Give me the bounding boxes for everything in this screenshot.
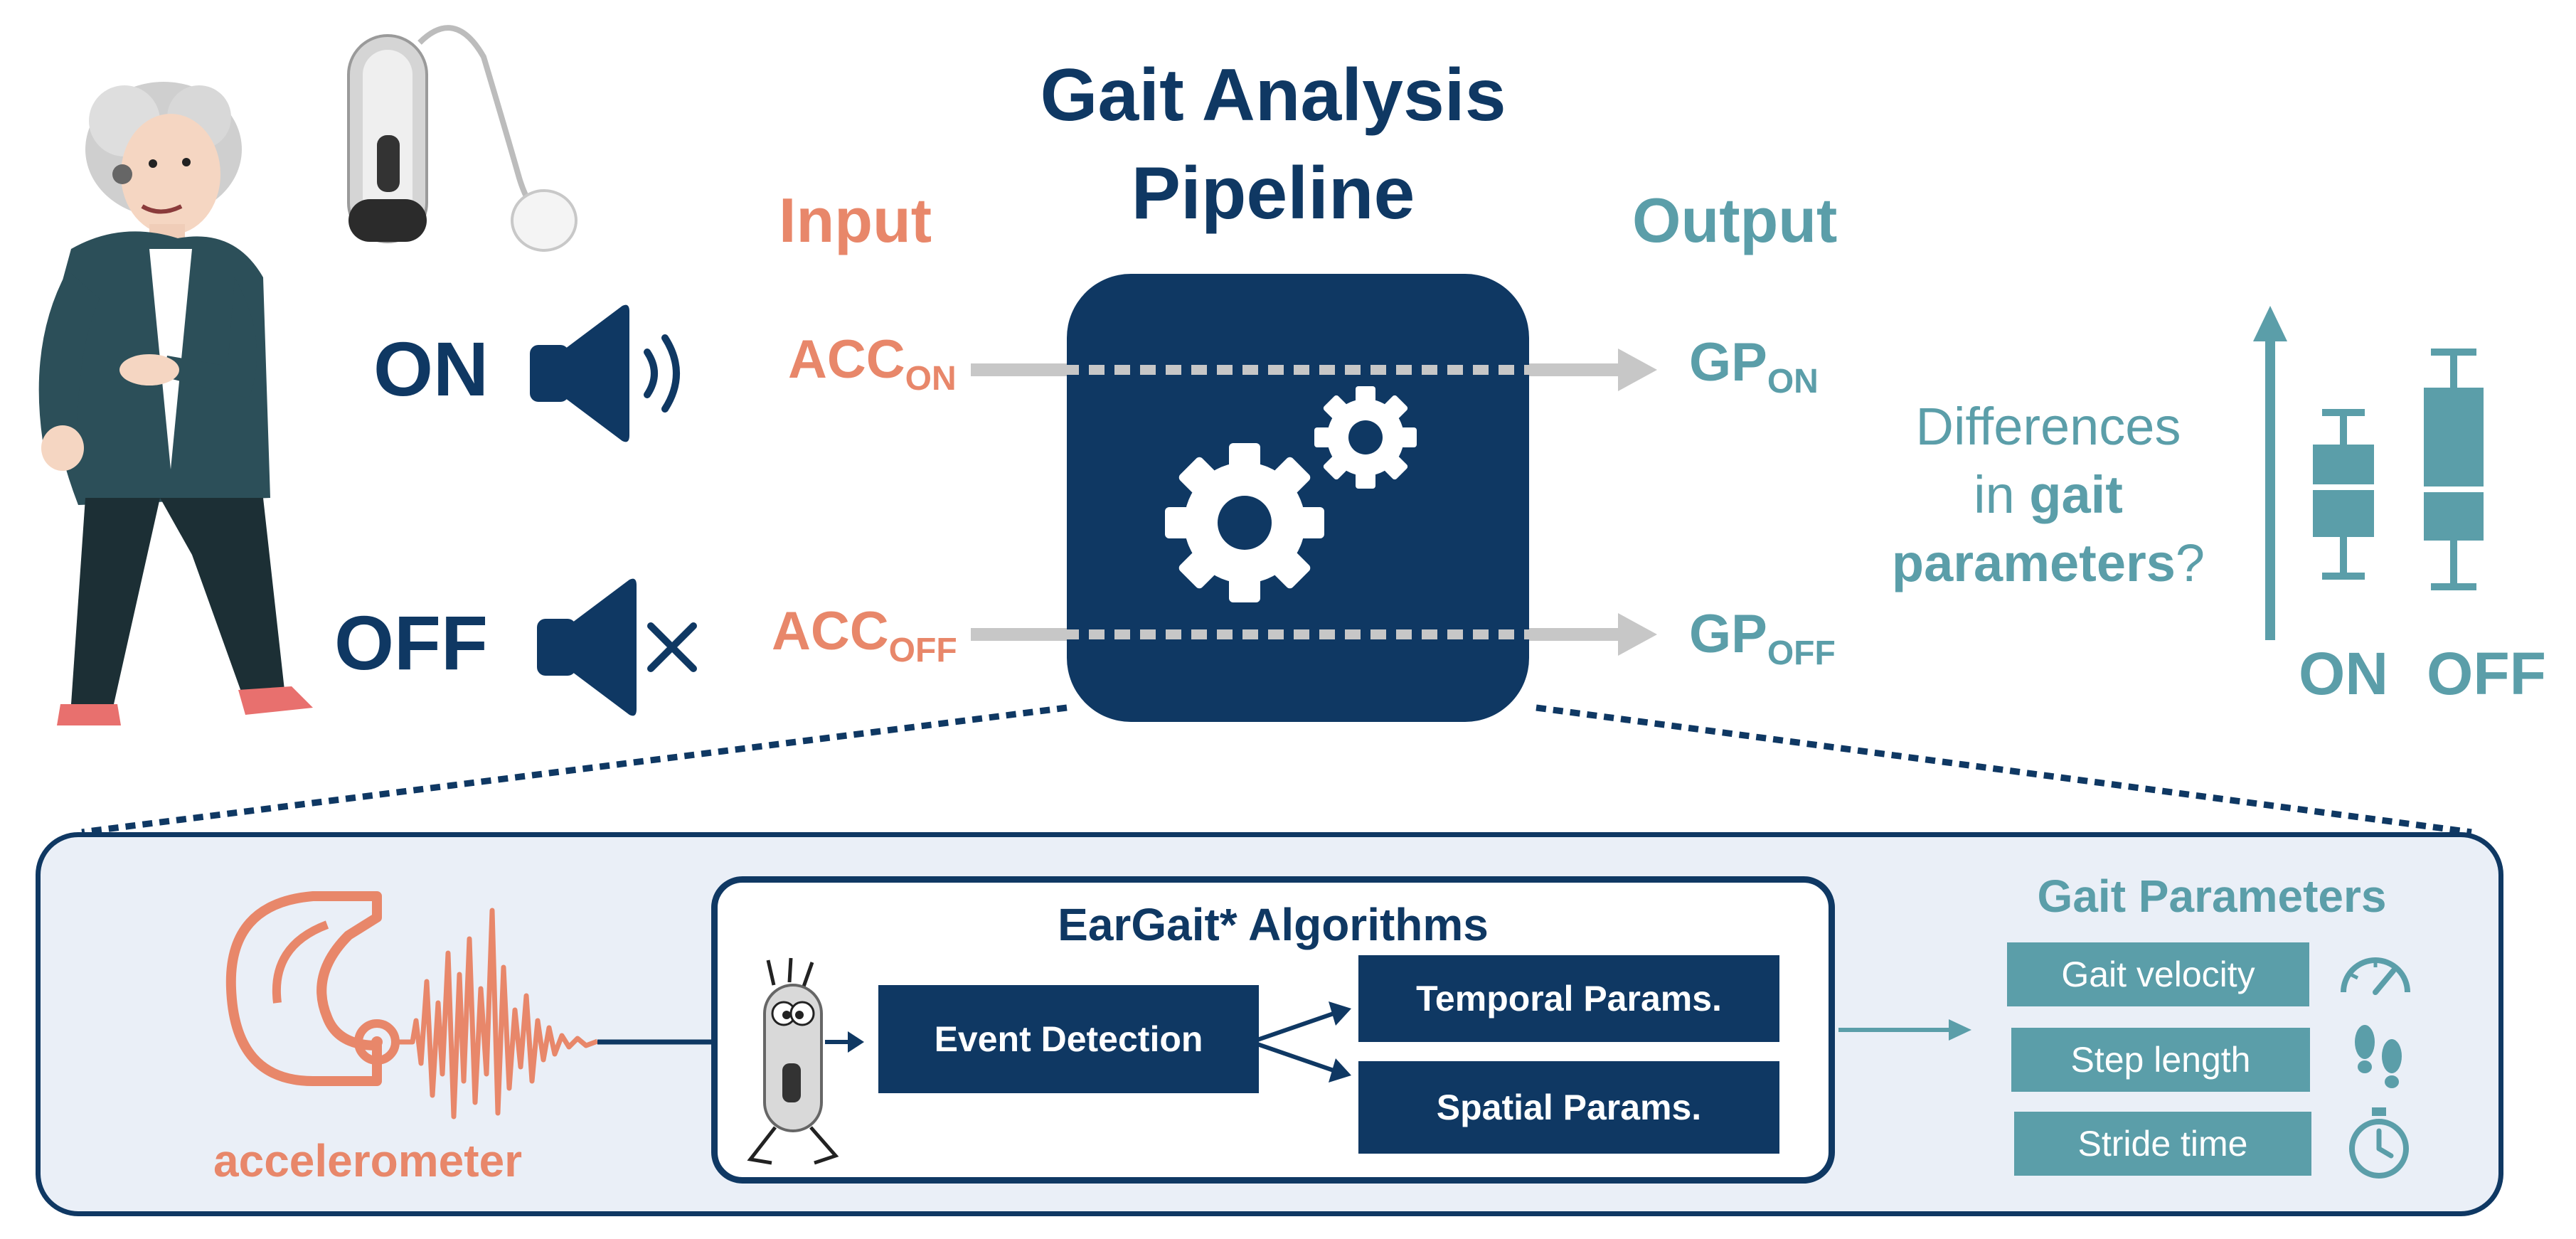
hearing-aid-mascot-icon: [747, 957, 839, 1165]
footprints-icon: [2355, 1025, 2402, 1088]
event-detection-box: Event Detection: [878, 985, 1259, 1093]
question-line-1: Differences: [1915, 397, 2181, 456]
speedometer-icon: [2341, 957, 2410, 995]
hearing-aid-device-image: [347, 25, 578, 252]
step-length-box: Step length: [2011, 1028, 2310, 1092]
elderly-woman-illustration: [38, 82, 313, 725]
state-on-label: ON: [373, 326, 489, 412]
temporal-params-box: Temporal Params.: [1358, 955, 1779, 1042]
eargait-algorithms-title: EarGait* Algorithms: [1058, 899, 1489, 950]
ear-accelerometer-signal-icon: [225, 891, 740, 1120]
pipeline-title-line-1: Gait Analysis: [1040, 54, 1506, 137]
stride-time-box: Stride time: [2014, 1112, 2311, 1176]
input-heading: Input: [779, 185, 932, 255]
gp-off-output-label: GPOFF: [1689, 604, 1836, 672]
speaker-on-icon: [530, 304, 680, 442]
pipeline-title-line-2: Pipeline: [1131, 152, 1415, 235]
acc-off-signal-label: ACCOFF: [772, 601, 957, 669]
boxplot-off: [2424, 349, 2484, 590]
spatial-params-box: Spatial Params.: [1358, 1061, 1779, 1154]
accelerometer-label: accelerometer: [213, 1135, 523, 1186]
large-gear-icon: [1165, 443, 1324, 602]
boxplot-label-off: OFF: [2427, 640, 2546, 707]
stopwatch-icon: [2349, 1107, 2409, 1179]
gait-parameters-title: Gait Parameters: [2037, 871, 2387, 922]
acc-on-signal-label: ACCON: [788, 329, 957, 398]
boxplot-comparison-icon: [2253, 306, 2484, 640]
pipeline-gear-box: [1063, 274, 1533, 722]
state-off-label: OFF: [334, 600, 488, 686]
question-line-2: in gait: [1974, 465, 2123, 525]
question-line-3: parameters?: [1891, 533, 2205, 593]
gp-on-output-label: GPON: [1689, 332, 1819, 400]
small-gear-icon: [1314, 386, 1417, 489]
boxplot-label-on: ON: [2299, 640, 2388, 707]
boxplot-on: [2313, 409, 2374, 580]
output-heading: Output: [1632, 185, 1838, 255]
gait-velocity-box: Gait velocity: [2007, 942, 2309, 1006]
speaker-muted-icon: [537, 578, 697, 716]
differences-question: Differences in gait parameters?: [1856, 393, 2240, 598]
